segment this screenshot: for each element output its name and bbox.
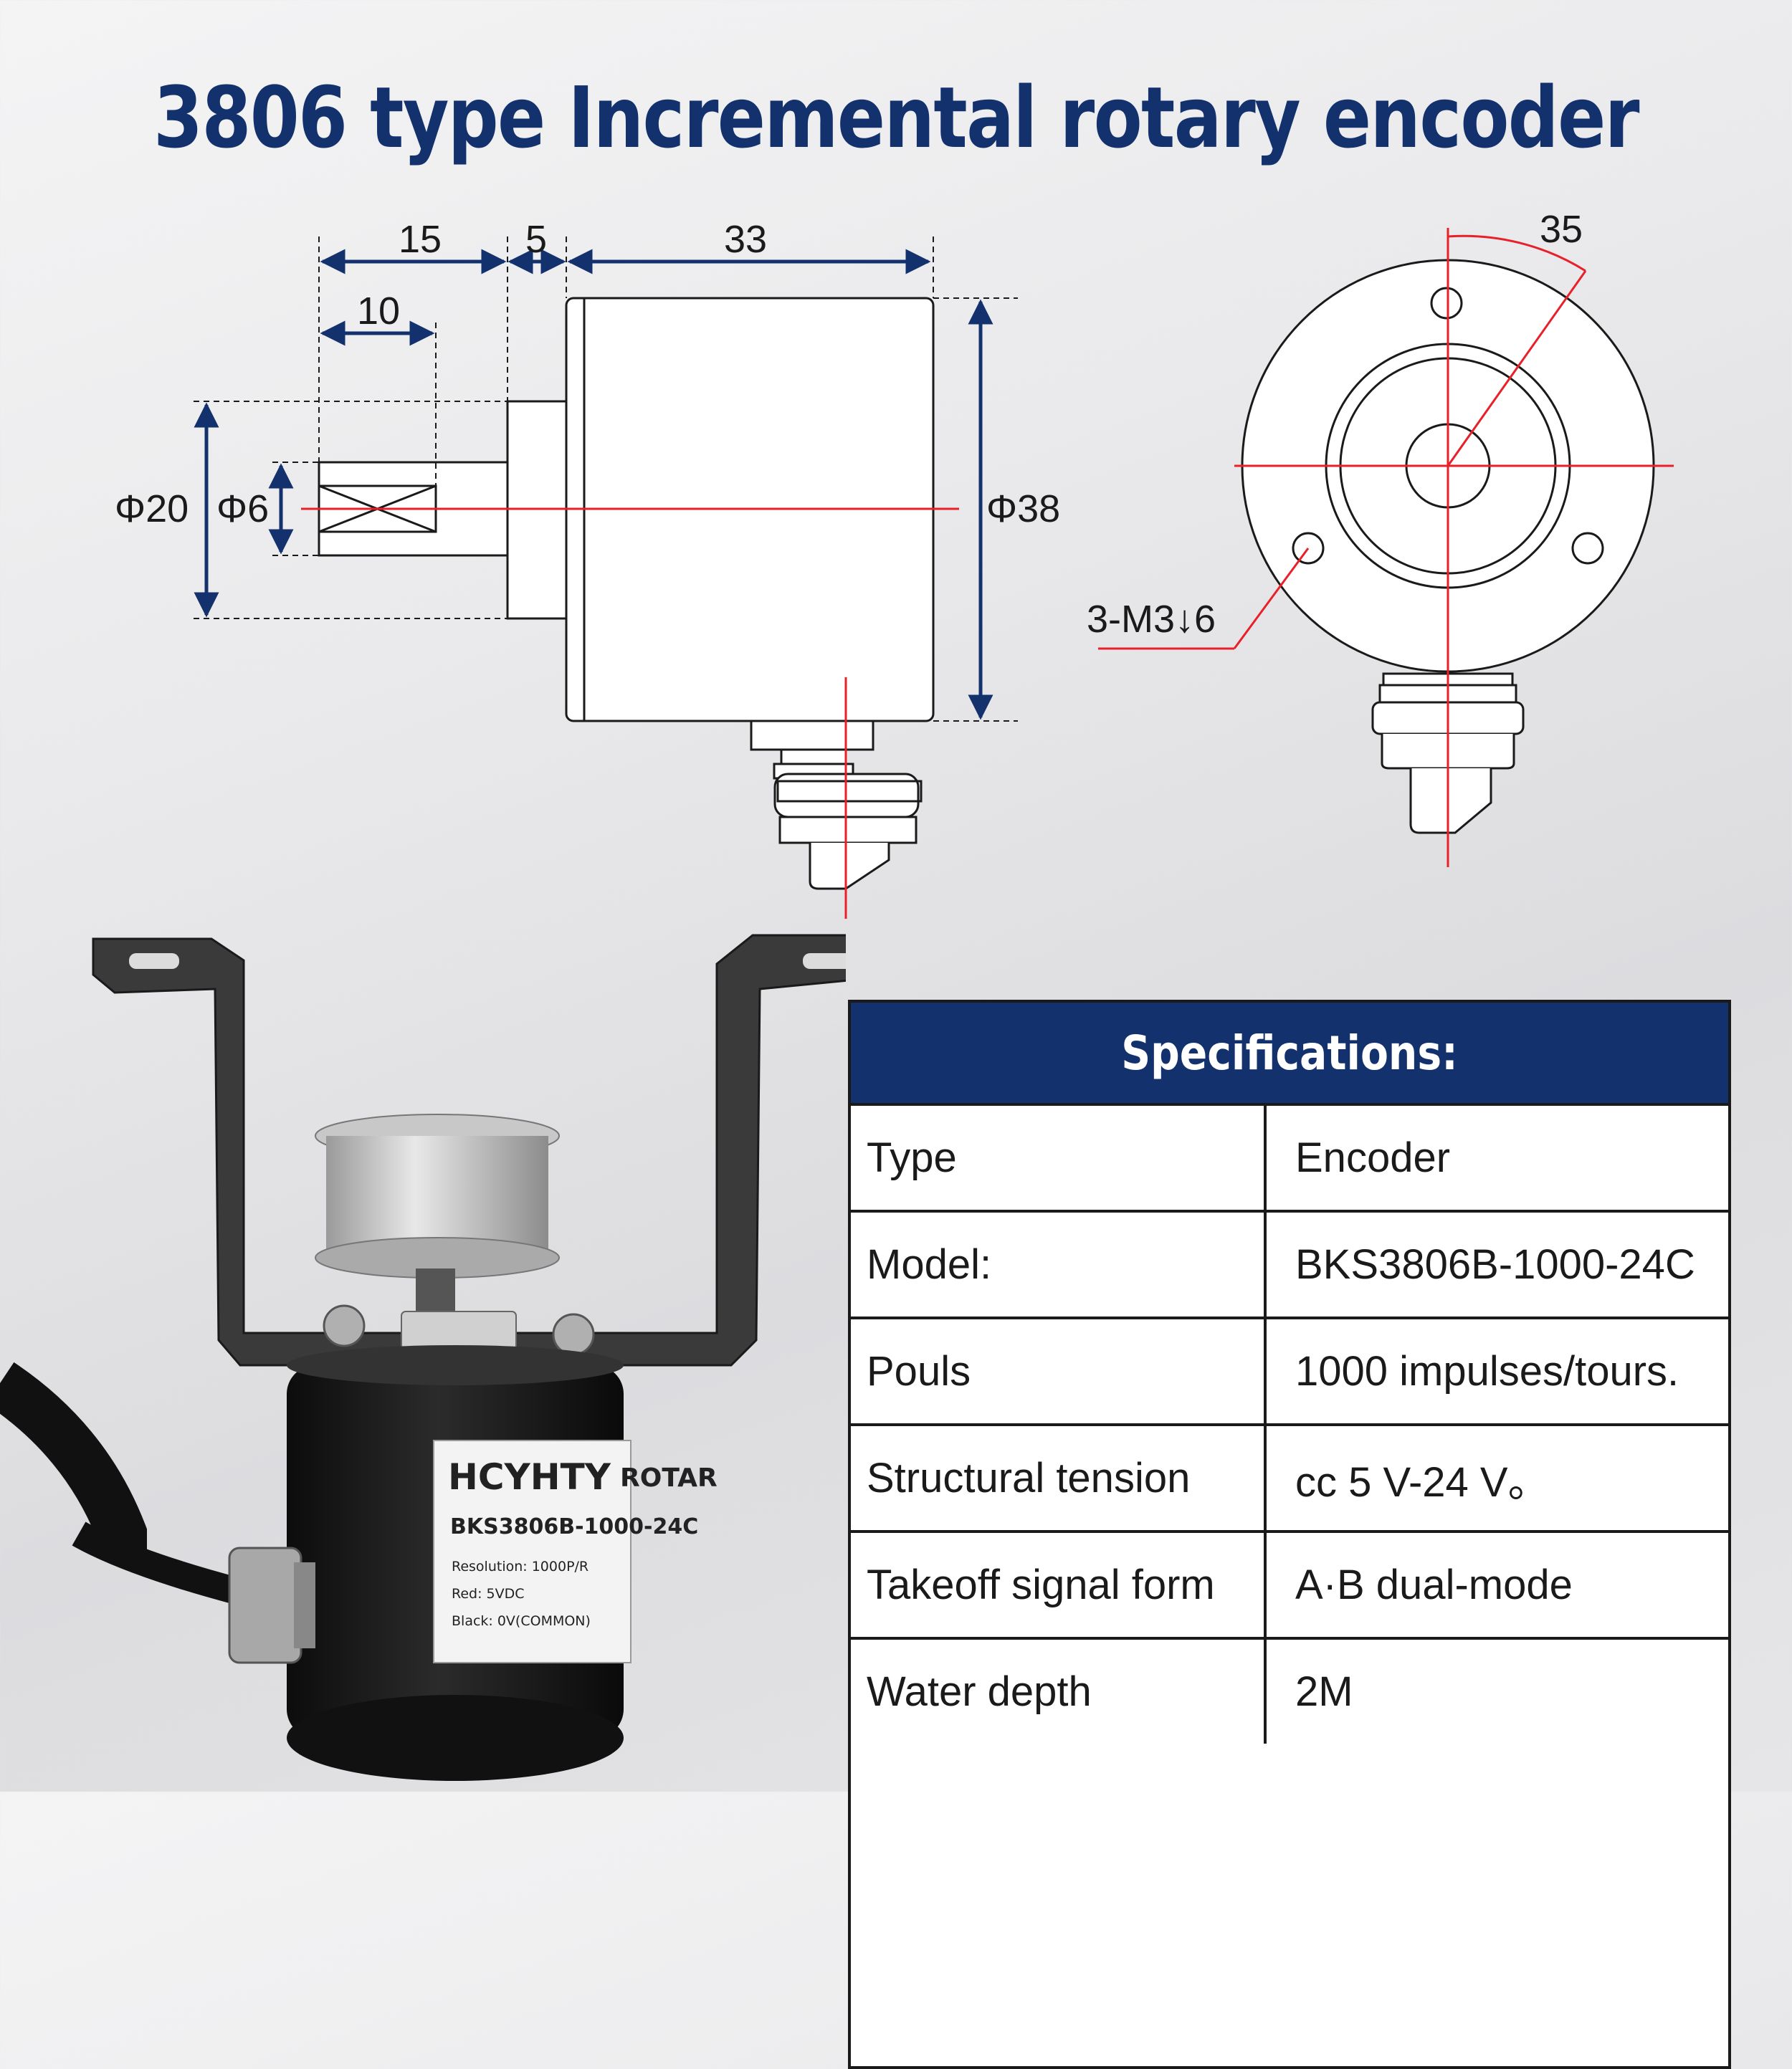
spec-label: Water depth <box>851 1640 1267 1744</box>
dim-body-diameter: Φ38 <box>986 487 1060 530</box>
timing-pulley <box>315 1114 560 1333</box>
cable-gland <box>228 1547 315 1664</box>
spec-value: 2M <box>1295 1668 1353 1715</box>
spec-value: A·B dual-mode <box>1295 1562 1573 1608</box>
dim-mount-holes: 3-M3↓6 <box>1087 598 1216 641</box>
dim-boss-diameter: Φ20 <box>115 487 189 530</box>
label-brand: HCYHTY <box>448 1456 611 1498</box>
spec-value: cc 5 V-24 V。 <box>1295 1458 1550 1506</box>
spec-value: 1000 impulses/tours. <box>1295 1348 1679 1395</box>
spec-value: Encoder <box>1295 1134 1451 1181</box>
product-label: HCYHTY ROTAR BKS3806B-1000-24C Resolutio… <box>433 1440 718 1663</box>
mount-hole-left <box>1292 532 1325 565</box>
spec-label: Type <box>851 1106 1267 1210</box>
mount-hole-right <box>1571 532 1604 565</box>
label-red: Red: 5VDC <box>452 1586 525 1602</box>
mounting-bracket <box>92 934 846 1367</box>
specifications-header: Specifications: <box>851 1003 1728 1106</box>
spec-label: Pouls <box>851 1319 1267 1423</box>
cable <box>0 1362 147 1555</box>
spec-row: Pouls 1000 impulses/tours. <box>851 1319 1728 1426</box>
dim-body-length: 33 <box>724 218 767 261</box>
spec-row: Takeoff signal form A·B dual-mode <box>851 1533 1728 1640</box>
spec-row: Structural tension cc 5 V-24 V。 <box>851 1426 1728 1533</box>
product-photo: HCYHTY ROTAR BKS3806B-1000-24C Resolutio… <box>0 934 846 1781</box>
dim-boss-length: 5 <box>525 218 547 261</box>
spec-value: BKS3806B-1000-24C <box>1295 1241 1695 1288</box>
page-title: 3806 type Incremental rotary encoder <box>153 68 1639 167</box>
specifications-table: Specifications: Type Encoder Model: BKS3… <box>848 1000 1731 2069</box>
spec-row: Model: BKS3806B-1000-24C <box>851 1213 1728 1319</box>
mount-hole-top <box>1430 287 1463 320</box>
spec-label: Takeoff signal form <box>851 1533 1267 1637</box>
technical-drawing: 15 5 33 10 Φ20 Φ6 Φ38 35 3-M3↓6 <box>115 208 1674 919</box>
dim-pitch-circle: 35 <box>1540 208 1583 251</box>
spec-label: Model: <box>851 1213 1267 1317</box>
spec-label: Structural tension <box>851 1426 1267 1530</box>
spec-row: Water depth 2M <box>851 1640 1728 1744</box>
side-view <box>318 297 935 890</box>
specifications-title: Specifications: <box>1121 1025 1458 1081</box>
label-type: ROTAR <box>620 1463 718 1493</box>
label-model: BKS3806B-1000-24C <box>450 1514 698 1539</box>
dim-shaft-diameter: Φ6 <box>216 487 269 530</box>
label-black: Black: 0V(COMMON) <box>452 1613 591 1629</box>
spec-row: Type Encoder <box>851 1106 1728 1213</box>
dim-shaft-length: 15 <box>399 218 442 261</box>
dim-flat-length: 10 <box>357 290 400 333</box>
label-resolution: Resolution: 1000P/R <box>452 1559 588 1575</box>
